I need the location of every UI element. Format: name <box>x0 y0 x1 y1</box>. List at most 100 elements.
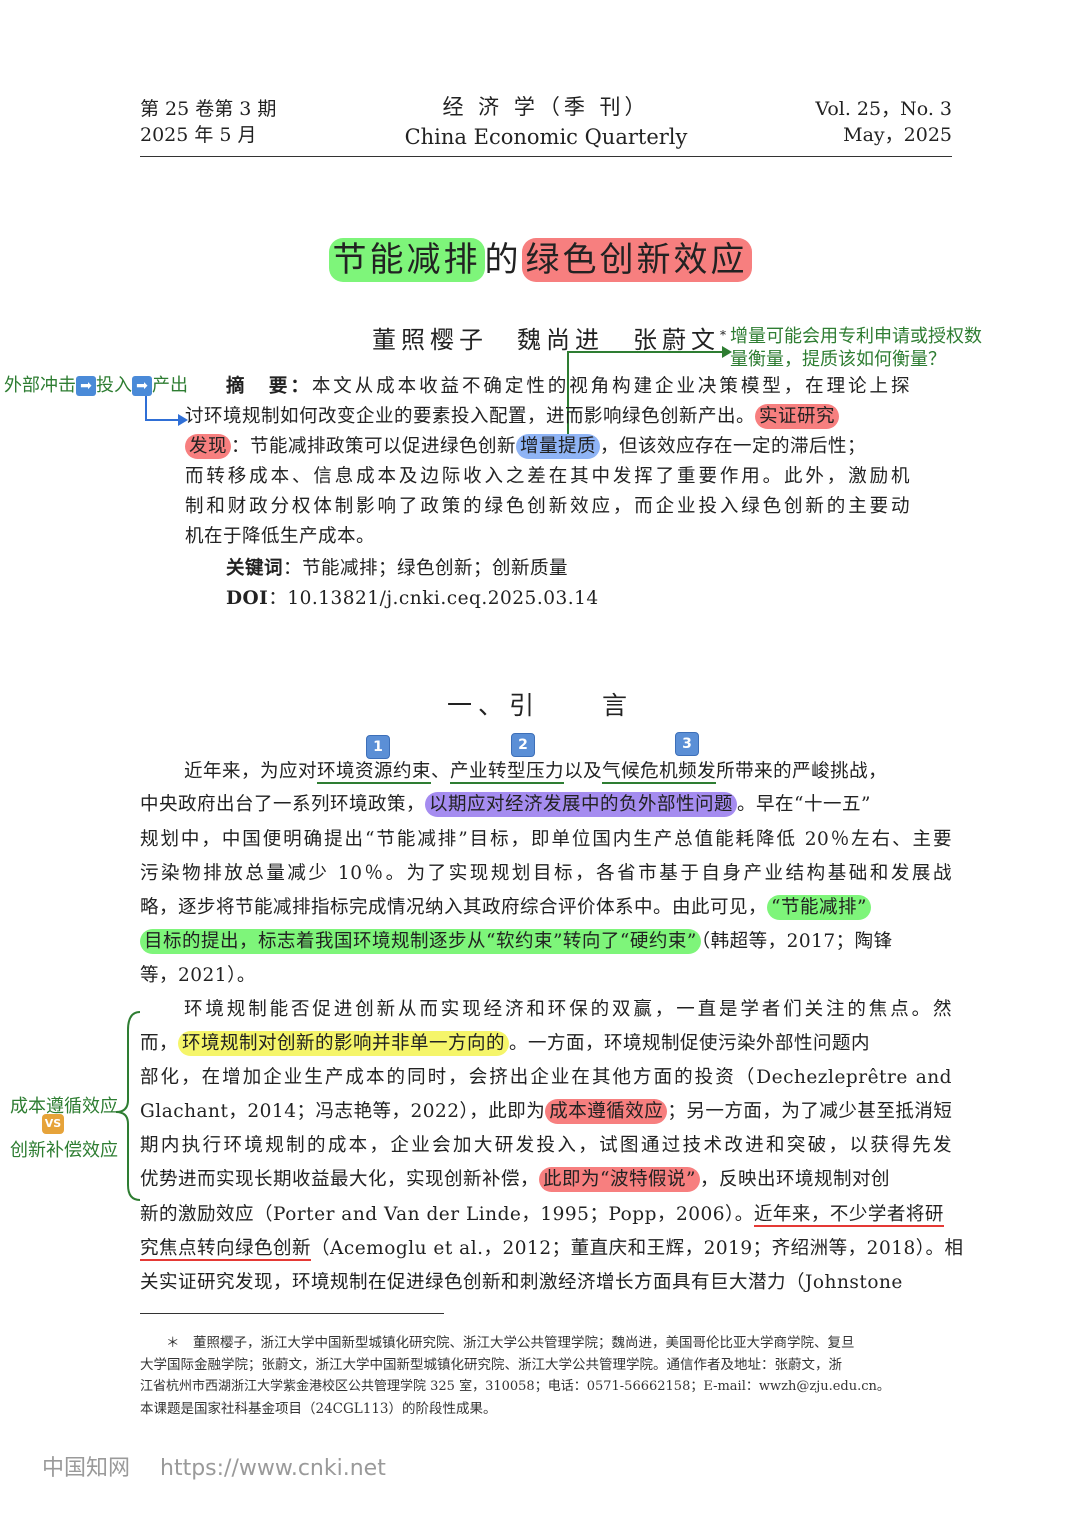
keywords-label: 关键词 <box>226 558 284 579</box>
annotation-line-2: 量衡量，提质该如何衡量？ <box>730 349 946 370</box>
footnote-line-4: 本课题是国家社科基金项目（24CGL113）的阶段性成果。 <box>140 1401 497 1417</box>
body-p1-line-2: 中央政府出台了一系列环境政策，以期应对经济发展中的负外部性问题。早在“十一五” <box>140 790 952 820</box>
brace-effects <box>115 1011 141 1201</box>
underline-recent-scholars: 近年来，不少学者将研 <box>753 1204 944 1227</box>
doi-label: DOI <box>226 588 269 609</box>
p1-text-g: 所带来的严峻挑战， <box>716 761 888 782</box>
annotation-measure-question: 增量可能会用专利申请或授权数 量衡量，提质该如何衡量？ <box>730 325 982 371</box>
p1-line5-a: 略，逐步将节能减排指标完成情况纳入其政府综合评价体系中。由此可见， <box>140 897 768 918</box>
p2-line6-c: ，反映出环境规制对创 <box>699 1169 890 1190</box>
header-volume: 第 25 卷第 3 期 2025 年 5 月 <box>140 96 276 148</box>
abstract-text-2: 讨环境规制如何改变企业的要素投入配置，进而影响绿色创新产出。 <box>185 406 756 427</box>
footnote-line-1: ＊ 董照樱子，浙江大学中国新型城镇化研究院、浙江大学公共管理学院；魏尚进，美国哥… <box>166 1335 855 1351</box>
highlight-cost-effect: 成本遵循效应 <box>545 1099 668 1124</box>
p2-line6-a: 优势进而实现长期收益最大化，实现创新补偿， <box>140 1169 540 1190</box>
paper-title: 节能减排的绿色创新效应 <box>0 232 1080 282</box>
p1-line2-a: 中央政府出台了一系列环境政策， <box>140 794 426 815</box>
journal-name-en: China Economic Quarterly <box>404 125 688 149</box>
doi: DOI：10.13821/j.cnki.ceq.2025.03.14 <box>226 584 599 614</box>
underline-env-constraint: 环境资源约束 <box>317 761 432 784</box>
abstract-line-6: 机在于降低生产成本。 <box>185 526 376 547</box>
body-p1-line-3: 规划中，中国便明确提出“节能减排”目标，即单位国内生产总值能耗降低 20％左右、… <box>140 829 952 850</box>
header-date: 2025 年 5 月 <box>140 124 257 146</box>
footnote-rule <box>140 1313 444 1314</box>
flow-output: 产出 <box>152 375 188 396</box>
body-p2-line-2: 而，环境规制对创新的影响并非单一方向的。一方面，环境规制促使污染外部性问题内 <box>140 1029 952 1059</box>
header-vol-en: Vol. 25，No. 3 May，2025 <box>760 96 952 148</box>
vs-icon: VS <box>42 1114 64 1134</box>
highlight-energy-saving: “节能减排” <box>767 895 871 920</box>
keywords-text: ：节能减排；绿色创新；创新质量 <box>283 558 569 579</box>
highlight-negative-externality: 以期应对经济发展中的负外部性问题 <box>425 792 738 817</box>
annotation-cost-effect: 成本遵循效应 <box>10 1096 118 1117</box>
green-arrow-head <box>722 346 732 358</box>
blue-arrow-head <box>178 414 188 426</box>
abstract-text-1: 本文从成本收益不确定性的视角构建企业决策模型，在理论上探 <box>311 376 910 397</box>
blue-arrow-line <box>145 396 178 421</box>
body-p2-line-9: 关实证研究发现，环境规制在促进绿色创新和刺激经济增长方面具有巨大潜力（Johns… <box>140 1272 903 1293</box>
body-p2-line-8: 究焦点转向绿色创新（Acemoglu et al.，2012；董直庆和王辉，20… <box>140 1234 963 1264</box>
body-p2-line-4: Glachant，2014；冯志艳等，2022），此即为成本遵循效应；另一方面，… <box>140 1097 952 1127</box>
body-p1-line-4: 污染物排放总量减少 10％。为了实现规划目标，各省市基于自身产业结构基础和发展战 <box>140 863 952 884</box>
body-p2-line-3: 部化，在增加企业生产成本的同时，会挤出企业在其他方面的投资（Dechezlepr… <box>140 1067 952 1088</box>
footnote-line-2: 大学国际金融学院；张蔚文，浙江大学中国新型城镇化研究院、浙江大学公共管理学院。通… <box>140 1357 842 1373</box>
abstract-line-3: 发现：节能减排政策可以促进绿色创新增量提质，但该效应存在一定的滞后性； <box>185 432 910 462</box>
watermark-brand: 中国知网 <box>42 1456 131 1481</box>
right-arrow-icon: ➡ <box>76 376 96 396</box>
author-names: 董照樱子 魏尚进 张蔚文 <box>372 326 720 354</box>
title-highlight-red: 绿色创新效应 <box>521 238 752 282</box>
p2-line8-b: （Acemoglu et al.，2012；董直庆和王辉，2019；齐绍洲等，2… <box>311 1238 964 1259</box>
body-p2-line-7: 新的激励效应（Porter and Van der Linde，1995；Pop… <box>140 1200 952 1230</box>
author-list: 董照樱子 魏尚进 张蔚文* <box>372 320 731 355</box>
highlight-not-one-direction: 环境规制对创新的影响并非单一方向的 <box>178 1031 510 1056</box>
flow-input: 投入 <box>96 375 132 396</box>
underline-industry-pressure: 产业转型压力 <box>450 761 565 784</box>
doi-text: ：10.13821/j.cnki.ceq.2025.03.14 <box>268 588 599 609</box>
badge-one-icon: 1 <box>366 735 390 759</box>
badge-three-icon: 3 <box>675 732 699 756</box>
underline-green-focus: 究焦点转向绿色创新 <box>140 1238 312 1261</box>
body-p1-line-7: 等，2021）。 <box>140 965 256 986</box>
p2-line2-c: 。一方面，环境规制促使污染外部性问题内 <box>509 1033 871 1054</box>
abstract-text-3a: ：节能减排政策可以促进绿色创新 <box>231 436 517 457</box>
section-heading: 一、引 言 <box>446 691 633 720</box>
body-p1-line-1: 近年来，为应对环境资源约束、产业转型压力以及气候危机频发所带来的严峻挑战， <box>184 757 952 787</box>
body-p1-line-6: 目标的提出，标志着我国环境规制逐步从“软约束”转向了“硬约束”（韩超等，2017… <box>140 927 952 957</box>
header-month: May，2025 <box>843 124 952 146</box>
p1-text-c: 、 <box>431 761 451 782</box>
body-p2-line-5: 期内执行环境规制的成本，企业会加大研发投入，试图通过技术改进和突破，以获得先发 <box>140 1135 952 1156</box>
annotation-flow: 外部冲击➡投入➡产出 <box>4 371 188 397</box>
highlight-porter: 此即为“波特假说” <box>539 1167 700 1192</box>
footnote-line-3: 江省杭州市西湖浙江大学紫金港校区公共管理学院 325 室，310058；电话：0… <box>140 1379 890 1394</box>
annotation-innovation-effect: 创新补偿效应 <box>10 1140 118 1161</box>
p2-line7-a: 新的激励效应（Porter and Van der Linde，1995；Pop… <box>140 1204 754 1225</box>
header-vol-number: Vol. 25，No. 3 <box>815 98 952 120</box>
underline-climate-crisis: 气候危机频发 <box>602 761 717 784</box>
p2-line2-a: 而， <box>140 1033 179 1054</box>
badge-two-icon: 2 <box>511 733 535 757</box>
highlight-hard-constraint: 目标的提出，标志着我国环境规制逐步从“软约束”转向了“硬约束” <box>140 929 701 954</box>
journal-name-cn: 经 济 学（季 刊） <box>442 95 650 119</box>
highlight-finding: 发现 <box>185 434 232 459</box>
keywords: 关键词：节能减排；绿色创新；创新质量 <box>226 554 568 584</box>
title-highlight-green: 节能减排 <box>328 238 485 282</box>
p1-line2-c: 。早在“十一五” <box>737 794 871 815</box>
abstract-line-2: 讨环境规制如何改变企业的要素投入配置，进而影响绿色创新产出。实证研究 <box>185 402 910 432</box>
body-p1-line-5: 略，逐步将节能减排指标完成情况纳入其政府综合评价体系中。由此可见，“节能减排” <box>140 893 952 923</box>
abstract-line-1: 摘 要：本文从成本收益不确定性的视角构建企业决策模型，在理论上探 <box>226 372 910 402</box>
right-arrow-icon: ➡ <box>132 376 152 396</box>
flow-shock: 外部冲击 <box>4 375 76 396</box>
p1-line6-b: （韩超等，2017；陶锋 <box>700 931 893 952</box>
title-connector: 的 <box>484 240 522 280</box>
abstract-label: 摘 要 <box>226 376 291 397</box>
header-rule <box>140 156 952 157</box>
abstract-text-3b: ，但该效应存在一定的滞后性； <box>600 436 867 457</box>
p1-text-a: 近年来，为应对 <box>184 761 318 782</box>
body-p2-line-1: 环境规制能否促进创新从而实现经济和环保的双赢，一直是学者们关注的焦点。然 <box>184 999 952 1020</box>
p2-line4-c: ；另一方面，为了减少甚至抵消短 <box>667 1101 953 1122</box>
body-p2-line-6: 优势进而实现长期收益最大化，实现创新补偿，此即为“波特假说”，反映出环境规制对创 <box>140 1165 952 1195</box>
annotation-line-1: 增量可能会用专利申请或授权数 <box>730 326 982 347</box>
author-footnote-mark: * <box>720 328 731 342</box>
